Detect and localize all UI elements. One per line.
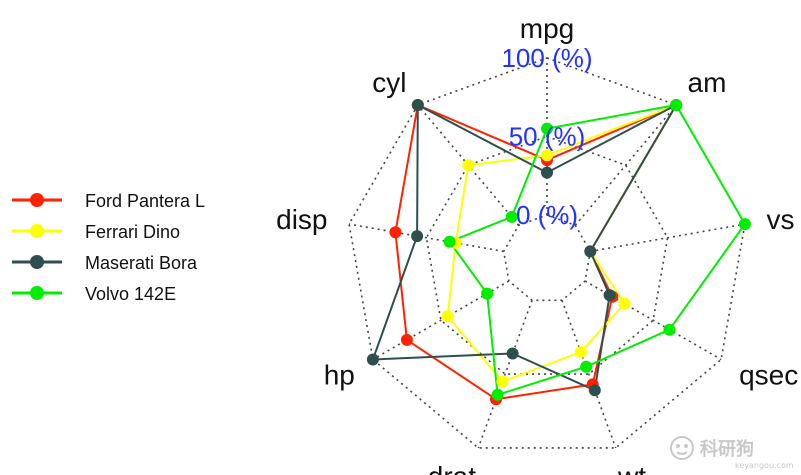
series-point-1-8 xyxy=(462,159,475,172)
ring-label-1: 50 (%) xyxy=(509,122,586,152)
series-point-0-7 xyxy=(389,226,402,239)
axis-label-cyl: cyl xyxy=(372,67,406,98)
series-line-2 xyxy=(371,104,678,392)
axis-labels: mpg am vs qsec wt drat hp disp cyl xyxy=(276,13,798,475)
legend-label-3: Volvo 142E xyxy=(85,284,176,304)
series-point-3-0 xyxy=(541,122,553,135)
series-point-3-3 xyxy=(663,323,676,336)
grid-spoke-7 xyxy=(348,223,504,253)
series-point-1-6 xyxy=(441,310,454,323)
ring-labels: 0 (%) 50 (%) 100 (%) xyxy=(501,43,592,230)
series-point-2-2 xyxy=(584,245,597,258)
series-point-3-1 xyxy=(670,99,683,111)
series-point-2-8 xyxy=(411,99,424,111)
axis-label-vs: vs xyxy=(767,204,795,235)
series-point-2-6 xyxy=(366,353,379,366)
legend-marker-2 xyxy=(30,255,44,269)
series-point-3-7 xyxy=(443,235,456,248)
grid-spoke-1 xyxy=(574,104,677,226)
series-point-1-0 xyxy=(541,149,553,162)
axis-label-drat: drat xyxy=(428,461,476,475)
series-point-3-8 xyxy=(505,210,518,223)
legend-marker-3 xyxy=(30,286,44,300)
grid-spoke-6 xyxy=(372,280,510,361)
legend-label-1: Ferrari Dino xyxy=(85,222,180,242)
watermark-subtext: keyangou.com xyxy=(735,461,794,470)
series-point-1-3 xyxy=(618,297,631,310)
series-point-2-5 xyxy=(506,347,519,360)
series-layer xyxy=(366,99,751,406)
axis-label-mpg: mpg xyxy=(520,13,574,44)
axis-label-am: am xyxy=(688,67,727,98)
series-point-2-3 xyxy=(603,289,616,302)
legend-label-2: Maserati Bora xyxy=(85,253,198,273)
grid-spoke-4 xyxy=(561,300,617,449)
radar-grid xyxy=(348,57,746,449)
legend-marker-0 xyxy=(30,193,44,207)
series-point-3-4 xyxy=(580,360,593,373)
series-point-3-2 xyxy=(738,218,751,231)
series-line-3 xyxy=(448,104,746,396)
series-point-1-5 xyxy=(496,375,509,388)
axis-label-wt: wt xyxy=(617,461,646,475)
axis-label-qsec: qsec xyxy=(739,360,798,391)
ring-label-0: 0 (%) xyxy=(516,200,578,230)
series-point-2-0 xyxy=(541,166,553,179)
series-point-2-7 xyxy=(411,230,424,243)
series-point-1-4 xyxy=(574,346,587,358)
ring-label-2: 100 (%) xyxy=(501,43,592,73)
grid-ring-2 xyxy=(348,57,746,449)
axis-label-hp: hp xyxy=(324,360,355,391)
axis-label-disp: disp xyxy=(276,204,327,235)
legend-marker-1 xyxy=(30,224,44,238)
grid-spoke-5 xyxy=(477,300,533,449)
grid-spoke-3 xyxy=(584,280,722,361)
series-point-2-4 xyxy=(588,384,601,397)
watermark-logo-icon xyxy=(670,436,694,460)
legend-label-0: Ford Pantera L xyxy=(85,191,205,211)
series-point-3-5 xyxy=(491,388,504,401)
series-point-3-6 xyxy=(481,287,494,300)
watermark-text: 科研狗 xyxy=(700,438,754,460)
series-point-0-6 xyxy=(400,333,413,346)
watermark: 科研狗 keyangou.com xyxy=(670,436,794,470)
grid-spoke-2 xyxy=(590,223,746,253)
